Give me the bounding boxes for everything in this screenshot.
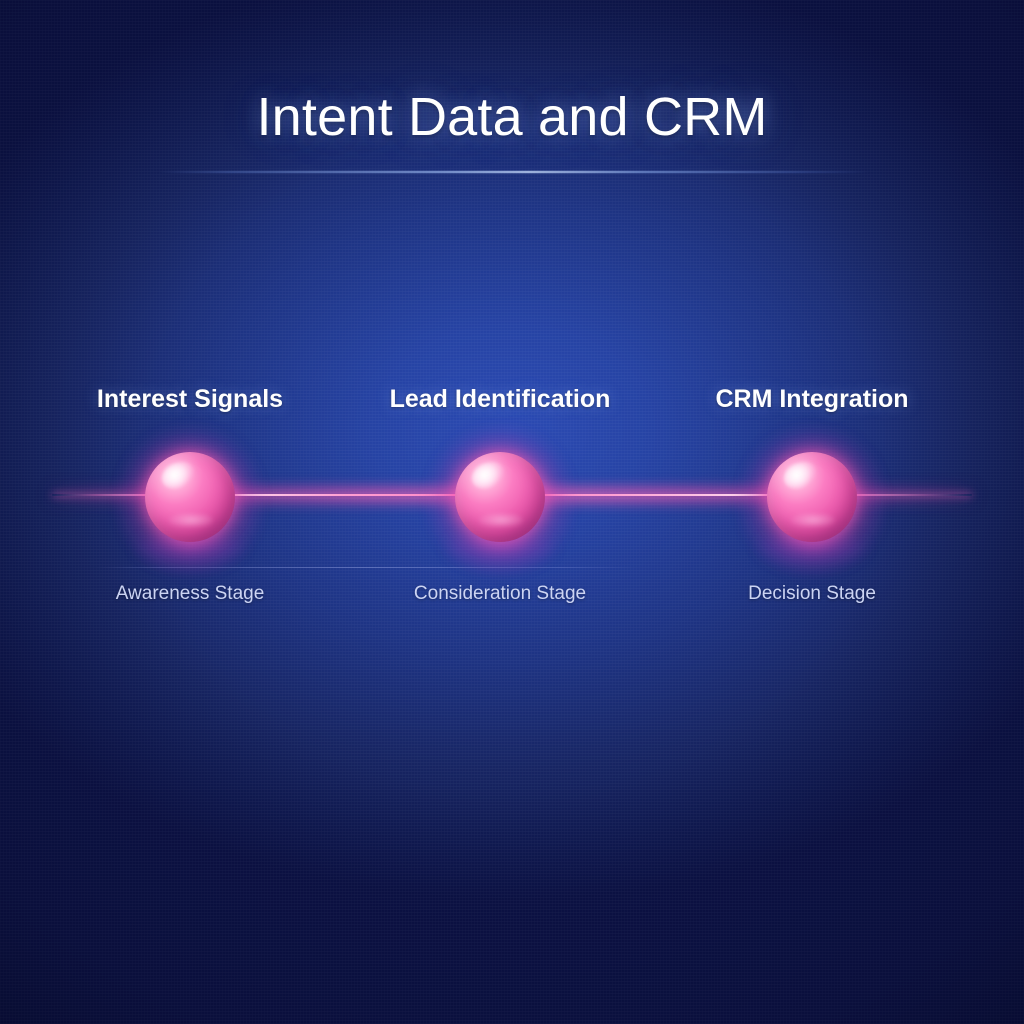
node-stage-label: Awareness Stage <box>115 583 265 604</box>
title-divider <box>158 171 870 173</box>
sphere-highlight-icon <box>157 456 199 494</box>
title-block: Intent Data and CRM <box>0 86 1024 148</box>
node-title: Lead Identification <box>389 385 611 413</box>
timeline-node-1[interactable]: Interest Signals Awareness Stage <box>40 0 340 1024</box>
sphere-highlight-icon <box>779 456 821 494</box>
sphere-highlight-icon <box>467 456 509 494</box>
sphere-bounce-light-icon <box>791 513 835 527</box>
page-title: Intent Data and CRM <box>256 87 768 147</box>
timeline-node-2[interactable]: Lead Identification Consideration Stage <box>350 0 650 1024</box>
sphere-bounce-light-icon <box>169 513 213 527</box>
sphere-node-icon[interactable] <box>145 452 235 542</box>
sphere-node-icon[interactable] <box>767 452 857 542</box>
stage-divider <box>96 567 636 568</box>
sphere-node-icon[interactable] <box>455 452 545 542</box>
node-title: CRM Integration <box>715 385 909 413</box>
node-title: Interest Signals <box>96 385 284 413</box>
node-stage-label: Consideration Stage <box>413 583 587 604</box>
sphere-bounce-light-icon <box>479 513 523 527</box>
timeline-node-3[interactable]: CRM Integration Decision Stage <box>662 0 962 1024</box>
node-stage-label: Decision Stage <box>748 583 876 604</box>
